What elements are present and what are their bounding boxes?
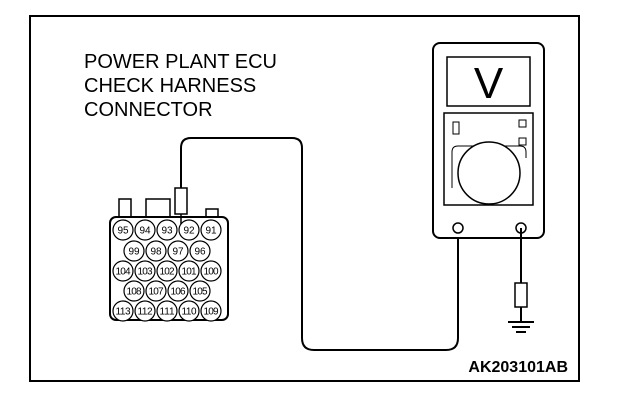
title-line-3: CONNECTOR	[84, 99, 213, 121]
connector-pin	[200, 219, 222, 241]
indicator-right-bottom-icon	[518, 137, 527, 146]
figure-code: AK203101AB	[468, 359, 568, 376]
connector-pin	[200, 300, 222, 322]
voltmeter: V	[432, 42, 545, 239]
connector-pin-label: 105	[193, 287, 208, 298]
ground-probe-body	[514, 282, 528, 308]
dial-scale-arc	[451, 145, 476, 188]
meter-display	[446, 56, 531, 107]
connector-pin-label: 92	[183, 226, 195, 237]
connector-pin	[178, 260, 200, 282]
connector-pin	[112, 300, 134, 322]
connector-pin-label: 98	[150, 247, 162, 258]
probe-body	[174, 187, 188, 215]
title-line-1: POWER PLANT ECU	[84, 51, 277, 73]
connector-tab-mid	[145, 198, 171, 219]
connector-pin-label: 94	[139, 226, 151, 237]
connector-pin	[145, 240, 167, 262]
connector-pin-grid: 95 94 93 92 91 99 98 97 96 104 103 102 101 100 108 107 1…	[112, 219, 222, 322]
indicator-right-top-icon	[518, 119, 527, 128]
connector-pin	[156, 300, 178, 322]
connector-pin-label: 108	[127, 287, 142, 298]
connector-pin	[145, 280, 167, 302]
connector-pin	[112, 260, 134, 282]
harness-wire	[180, 137, 459, 351]
title-block: POWER PLANT ECU CHECK HARNESS CONNECTOR	[84, 51, 277, 121]
connector-pin	[134, 219, 156, 241]
connector-pin-label: 103	[138, 267, 153, 278]
connector-pin-label: 106	[171, 287, 186, 298]
ground-lead	[514, 228, 528, 322]
ecu-connector: 95 94 93 92 91 99 98 97 96 104 103 102 101 100 108 107 1…	[109, 198, 229, 322]
connector-pin-label: 93	[161, 226, 173, 237]
connector-pin	[156, 260, 178, 282]
dial-scale-arc-right	[502, 145, 527, 158]
connector-pin-label: 107	[149, 287, 164, 298]
connector-pin	[189, 280, 211, 302]
connector-pin-label: 102	[160, 267, 175, 278]
connector-pin-label: 97	[172, 247, 184, 258]
title-line-2: CHECK HARNESS	[84, 75, 256, 97]
rotary-dial	[457, 141, 521, 205]
connector-pin-label: 112	[138, 307, 153, 318]
connector-pin	[167, 280, 189, 302]
back-probe	[174, 187, 188, 224]
connector-pin-label: 99	[128, 247, 140, 258]
connector-pin-label: 91	[205, 226, 217, 237]
connector-pin-label: 101	[182, 267, 197, 278]
connector-pin	[123, 280, 145, 302]
figure-frame	[29, 15, 580, 382]
probe-jack-positive	[452, 222, 464, 234]
connector-pin-label: 95	[117, 226, 129, 237]
connector-pin-label: 104	[116, 267, 131, 278]
connector-pin-label: 110	[182, 307, 197, 318]
connector-pin	[178, 219, 200, 241]
connector-pin	[178, 300, 200, 322]
connector-pin	[189, 240, 211, 262]
connector-pin-label: 100	[204, 267, 219, 278]
meter-display-symbol: V	[474, 59, 504, 108]
connector-pin	[200, 260, 222, 282]
connector-pin	[134, 260, 156, 282]
connector-pin	[167, 240, 189, 262]
indicator-left-icon	[452, 121, 460, 135]
connector-pin	[123, 240, 145, 262]
connector-pin-label: 109	[204, 307, 219, 318]
connector-pin-label: 96	[194, 247, 206, 258]
connector-pin-label: 113	[116, 307, 131, 318]
connector-pin-label: 111	[160, 307, 175, 318]
connector-pin	[156, 219, 178, 241]
connector-pin	[134, 300, 156, 322]
connector-pin	[112, 219, 134, 241]
ground-symbol-icon	[508, 321, 534, 333]
